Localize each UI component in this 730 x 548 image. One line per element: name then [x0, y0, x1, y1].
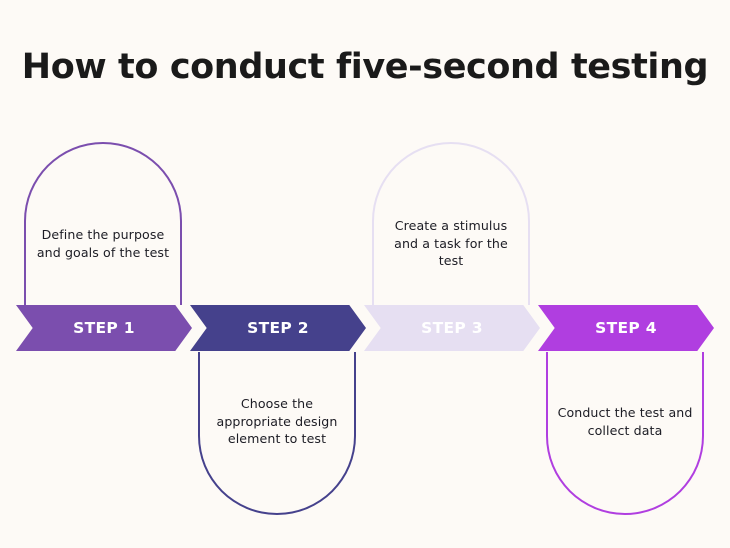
step-4-banner[interactable]: STEP 4 — [538, 305, 714, 351]
step-2-description: Choose the appropriate design element to… — [216, 396, 338, 447]
step-4-bubble: Conduct the test and collect data — [546, 352, 704, 515]
step-2-banner[interactable]: STEP 2 — [190, 305, 366, 351]
step-4-label: STEP 4 — [595, 319, 657, 337]
step-4-group: Conduct the test and collect data STEP 4 — [538, 140, 714, 520]
step-1-description: Define the purpose and goals of the test — [36, 227, 170, 260]
step-3-description: Create a stimulus and a task for the tes… — [394, 218, 508, 269]
step-4-description: Conduct the test and collect data — [557, 405, 693, 438]
step-3-label: STEP 3 — [421, 319, 483, 337]
step-2-label: STEP 2 — [247, 319, 309, 337]
step-3-group: Create a stimulus and a task for the tes… — [364, 140, 540, 520]
step-1-group: Define the purpose and goals of the test… — [16, 140, 192, 520]
step-3-bubble: Create a stimulus and a task for the tes… — [372, 142, 530, 305]
step-2-bubble: Choose the appropriate design element to… — [198, 352, 356, 515]
step-3-banner[interactable]: STEP 3 — [364, 305, 540, 351]
step-2-group: Choose the appropriate design element to… — [190, 140, 366, 520]
step-1-label: STEP 1 — [73, 319, 135, 337]
page-title: How to conduct five-second testing — [21, 47, 709, 87]
step-1-banner[interactable]: STEP 1 — [16, 305, 192, 351]
step-1-bubble: Define the purpose and goals of the test — [24, 142, 182, 305]
